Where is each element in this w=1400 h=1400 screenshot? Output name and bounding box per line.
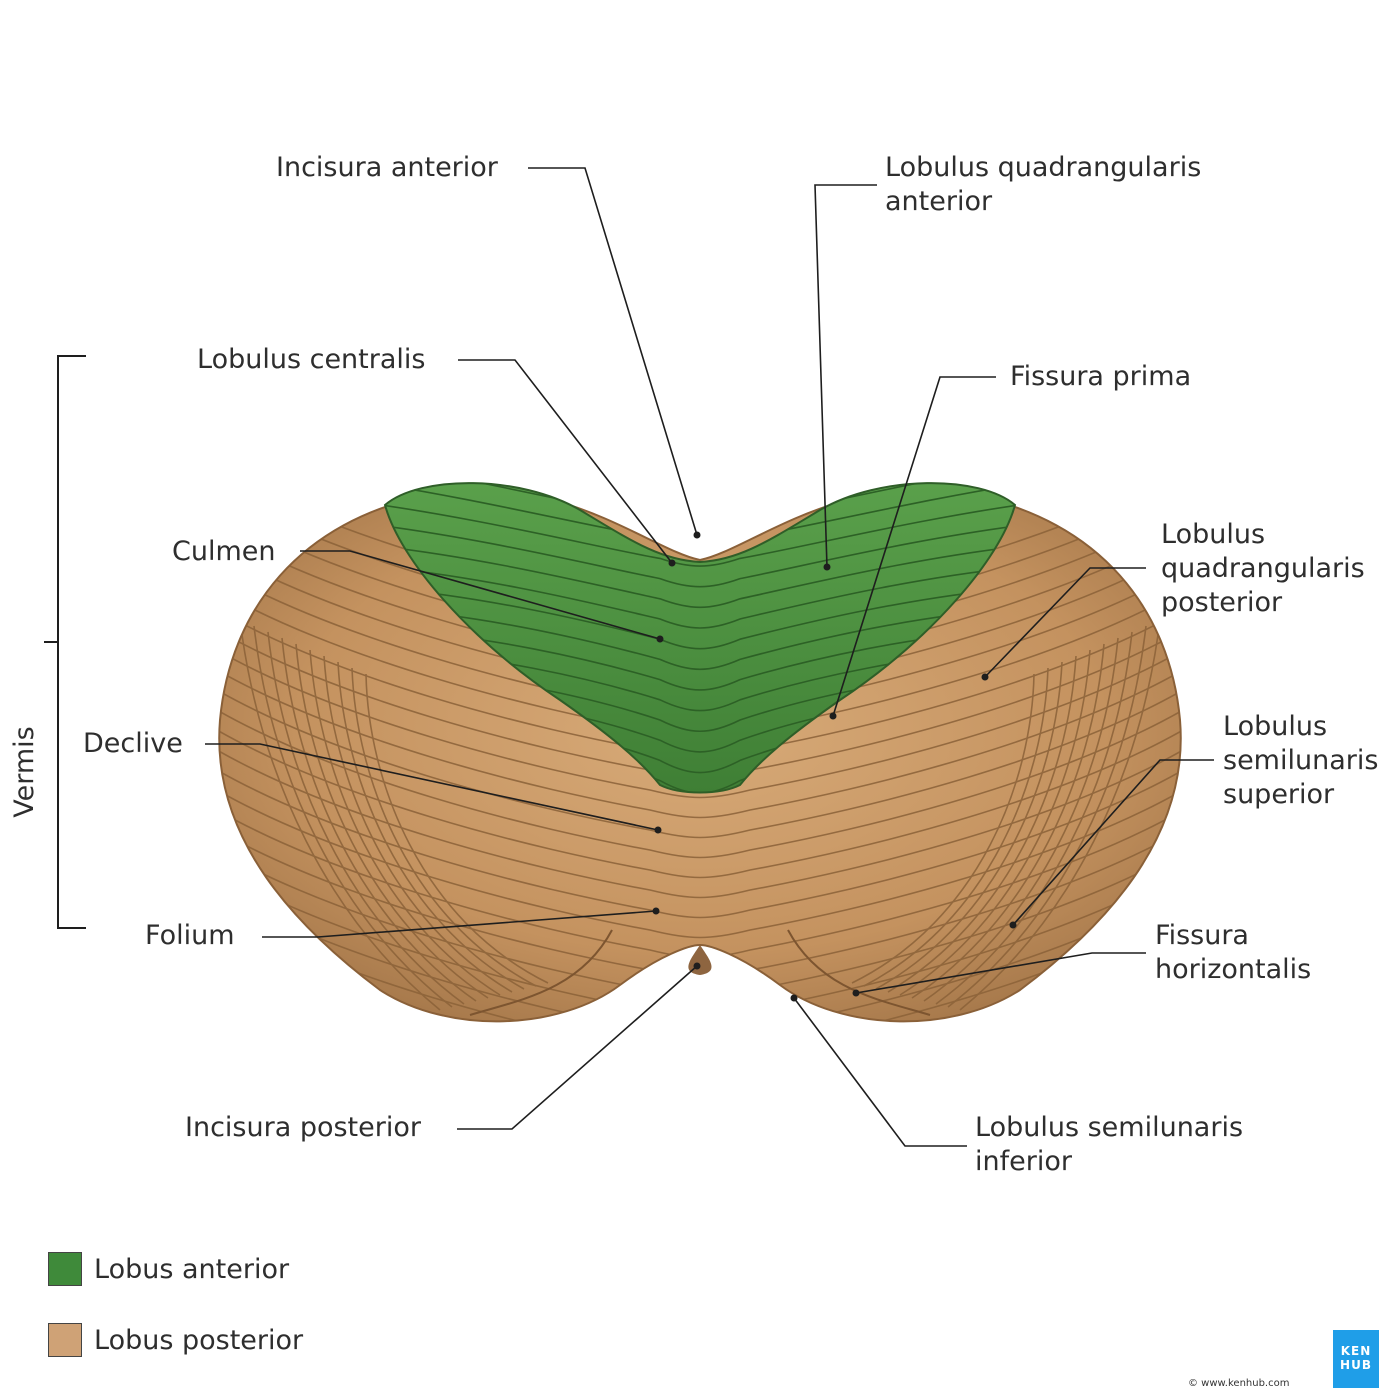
- folium-line: [219, 679, 1181, 839]
- legend-item-lobus-posterior: Lobus posterior: [48, 1323, 303, 1357]
- label-line: Lobulus: [1161, 519, 1266, 550]
- label-line: horizontalis: [1155, 954, 1312, 985]
- folium-line: [385, 522, 1015, 588]
- label-incisura-posterior: Incisura posterior: [185, 1112, 421, 1143]
- folium-line: [899, 649, 1091, 996]
- folium-line: [385, 564, 1015, 629]
- folium-line: [911, 643, 1105, 999]
- label-line: Lobulus quadrangularis: [885, 152, 1202, 183]
- label-vermis: Vermis: [9, 726, 40, 818]
- label-lobulus-semilunaris-inferior: Lobulus semilunaris inferior: [975, 1111, 1243, 1179]
- folium-line: [385, 501, 1015, 567]
- folium-line: [219, 659, 1181, 819]
- folium-line: [281, 637, 477, 1002]
- folium-line: [323, 655, 513, 993]
- folium-line: [923, 637, 1119, 1002]
- legend-swatch-anterior: [48, 1252, 82, 1286]
- label-line: anterior: [885, 186, 993, 217]
- leader-dots: [652, 531, 1017, 1002]
- vermis-bracket: [44, 355, 86, 929]
- folium-line: [385, 627, 1015, 691]
- leader-lobulus-centralis: [458, 359, 673, 564]
- folium-line: [219, 779, 1181, 939]
- leader-folium: [262, 910, 657, 938]
- label-fissura-prima: Fissura prima: [1010, 361, 1192, 392]
- folium-line: [337, 661, 525, 990]
- folium-line: [935, 631, 1133, 1005]
- folium-line: [309, 649, 501, 996]
- leader-lobulus-semilunaris-inferior: [793, 997, 967, 1147]
- label-lobulus-quadrangularis-posterior: Lobulus quadrangularis posterior: [1161, 518, 1365, 620]
- folium-line: [267, 631, 465, 1005]
- kenhub-logo: KEN HUB: [1333, 1330, 1379, 1388]
- label-lobulus-centralis: Lobulus centralis: [197, 344, 426, 375]
- label-declive: Declive: [83, 728, 183, 759]
- leader-culmen: [300, 550, 661, 640]
- folium-line: [863, 667, 1049, 987]
- leader-incisura-anterior: [528, 167, 698, 536]
- folium-line: [365, 673, 549, 984]
- label-line: inferior: [975, 1146, 1072, 1177]
- folium-line: [947, 625, 1147, 1008]
- label-culmen: Culmen: [172, 536, 276, 567]
- leader-fissura-prima: [832, 376, 996, 717]
- label-lobulus-semilunaris-superior: Lobulus semilunaris superior: [1223, 710, 1378, 812]
- logo-line: HUB: [1340, 1358, 1372, 1372]
- label-line: Lobulus: [1223, 711, 1328, 742]
- legend-label: Lobus posterior: [94, 1324, 304, 1356]
- folium-line: [851, 673, 1035, 984]
- logo-line: KEN: [1340, 1344, 1372, 1358]
- folium-line: [219, 959, 1181, 1022]
- folium-line: [351, 667, 537, 987]
- leader-lobulus-semilunaris-superior: [1012, 759, 1214, 926]
- label-line: Lobulus semilunaris: [975, 1112, 1244, 1143]
- folium-line: [239, 619, 441, 1011]
- label-fissura-horizontalis: Fissura horizontalis: [1155, 919, 1311, 987]
- label-line: semilunaris: [1223, 745, 1379, 776]
- folium-line: [385, 585, 1015, 650]
- folium-line: [887, 655, 1077, 993]
- legend-item-lobus-anterior: Lobus anterior: [48, 1252, 289, 1286]
- folium-line: [219, 699, 1181, 859]
- leader-incisura-posterior: [457, 965, 698, 1130]
- folium-line: [219, 739, 1181, 899]
- folium-line: [959, 619, 1161, 1011]
- folium-line: [219, 759, 1181, 919]
- folium-line: [385, 543, 1015, 609]
- legend-swatch-posterior: [48, 1323, 82, 1357]
- label-line: posterior: [1161, 587, 1283, 618]
- leader-lines: [205, 167, 1214, 1147]
- label-line: quadrangularis: [1161, 553, 1365, 584]
- folium-line: [875, 661, 1063, 990]
- leader-lobulus-quadrangularis-posterior: [984, 567, 1146, 678]
- folium-line: [219, 899, 1181, 1022]
- label-incisura-anterior: Incisura anterior: [276, 152, 498, 183]
- folium-line: [385, 606, 1015, 671]
- folium-line: [295, 643, 489, 999]
- folium-line: [253, 625, 453, 1008]
- leader-declive: [205, 743, 659, 831]
- legend-label: Lobus anterior: [94, 1253, 290, 1285]
- folium-line: [219, 639, 1181, 799]
- label-line: superior: [1223, 779, 1335, 810]
- label-line: Fissura: [1155, 920, 1249, 951]
- leader-fissura-horizontalis: [855, 952, 1146, 994]
- leader-lobulus-quadrangularis-anterior: [814, 184, 877, 568]
- website-credit: © www.kenhub.com: [1188, 1378, 1290, 1389]
- label-folium: Folium: [145, 920, 235, 951]
- label-lobulus-quadrangularis-anterior: Lobulus quadrangularis anterior: [885, 151, 1201, 219]
